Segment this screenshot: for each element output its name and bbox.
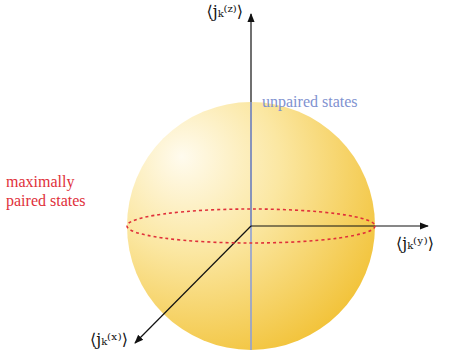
axis-label: ⟨jₖ⁽ʸ⁾⟩ — [396, 234, 434, 253]
region-label: unpaired states — [262, 92, 358, 111]
y-axis — [251, 225, 428, 226]
equator-ellipse — [127, 209, 375, 243]
region-label: maximally paired states — [6, 172, 106, 210]
axis-label: ⟨jₖ⁽ˣ⁾⟩ — [90, 330, 128, 349]
axis-label: ⟨jₖ⁽ᶻ⁾⟩ — [207, 2, 243, 21]
